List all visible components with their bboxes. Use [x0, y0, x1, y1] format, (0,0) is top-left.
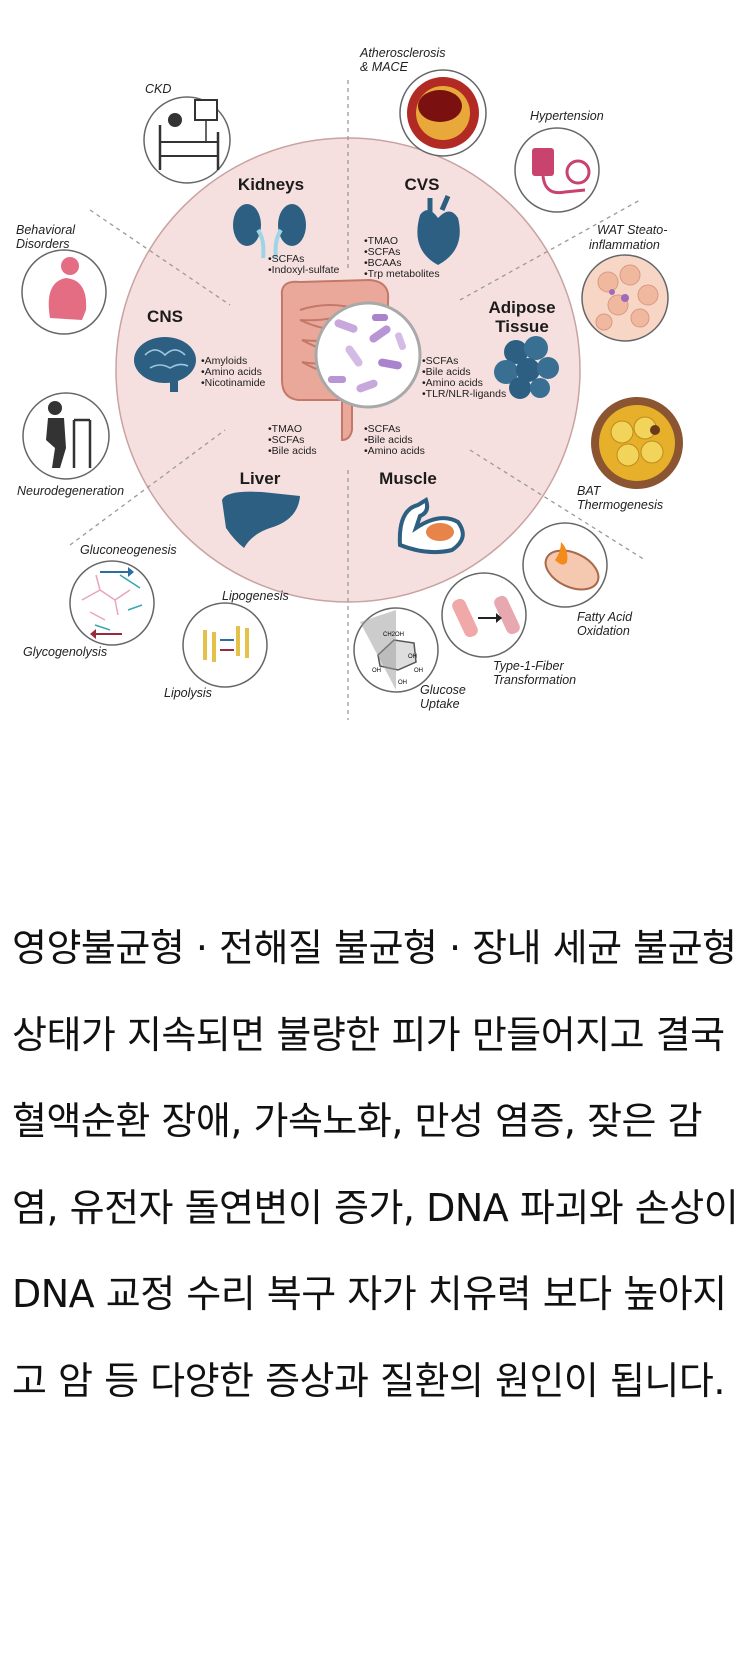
liver-icon	[222, 491, 300, 548]
microbiome-magnifier-icon	[314, 301, 422, 409]
glucose-label: OH	[372, 668, 381, 674]
outcome-label-lipolysis: Lipolysis	[164, 686, 212, 700]
metabolite: •SCFAs	[364, 246, 400, 258]
mitochondrion-flame-icon	[522, 522, 608, 608]
metabolite: •SCFAs	[268, 253, 304, 265]
metabolites-kidneys: •SCFAs •Indoxyl-sulfate	[268, 253, 340, 276]
metabolite: •Amino acids	[364, 445, 425, 457]
artery-plaque-icon	[399, 69, 487, 157]
outcome-label-fatty-acid: Fatty Acid	[577, 610, 633, 624]
metabolite: •Amino acids	[422, 377, 483, 389]
blood-pressure-icon	[514, 127, 600, 213]
elderly-walker-icon	[22, 392, 110, 480]
metabolite: •Bile acids	[364, 434, 413, 446]
outcome-label-gluconeogenesis: Gluconeogenesis	[80, 543, 177, 557]
glucose-label: OH	[408, 654, 417, 660]
metabolites-muscle: •SCFAs •Bile acids •Amino acids	[364, 423, 425, 457]
metabolites-adipose: •SCFAs •Bile acids •Amino acids •TLR/NLR…	[422, 355, 506, 400]
metabolites-liver: •TMAO •SCFAs •Bile acids	[268, 423, 317, 457]
muscle-fiber-icon	[441, 572, 527, 658]
outcome-label-atherosclerosis: Atherosclerosis	[359, 46, 445, 60]
outcome-label-ckd: CKD	[145, 82, 171, 96]
outcome-label-glycogenolysis: Glycogenolysis	[23, 645, 107, 659]
outcome-label-neurodegeneration: Neurodegeneration	[17, 484, 124, 498]
organ-label-kidneys: Kidneys	[238, 175, 304, 194]
hospital-bed-icon	[143, 96, 231, 184]
metabolite: •SCFAs	[422, 355, 458, 367]
organ-label-adipose: Adipose	[488, 298, 555, 317]
behavioral-figure-icon	[21, 249, 107, 335]
outcome-label-type1-fiber: Type-1-Fiber	[493, 659, 564, 673]
outcome-label-lipogenesis: Lipogenesis	[222, 589, 289, 603]
metabolite: •Trp metabolites	[364, 268, 440, 280]
brown-adipose-icon	[591, 397, 683, 489]
metabolite: •Indoxyl-sulfate	[268, 264, 340, 276]
outcome-label-wat: WAT Steato-	[597, 223, 667, 237]
glucose-molecule-icon: CH2OH OH OH OH OH	[353, 607, 439, 693]
metabolite: •Bile acids	[268, 445, 317, 457]
glucose-label: CH2OH	[383, 632, 404, 638]
outcome-label-hypertension: Hypertension	[530, 109, 604, 123]
metabolite: •TLR/NLR-ligands	[422, 388, 506, 400]
divider-lines	[69, 80, 646, 720]
body-paragraph: 영양불균형 · 전해질 불균형 · 장내 세균 불균형 상태가 지속되면 불량한…	[12, 926, 739, 1403]
heart-icon	[417, 195, 460, 265]
glucose-label: OH	[414, 668, 423, 674]
metabolite: •Amyloids	[201, 355, 247, 367]
outcome-label-fatty-acid: Oxidation	[577, 624, 630, 638]
outcome-label-bat: Thermogenesis	[577, 498, 663, 512]
metabolites-cns: •Amyloids •Amino acids •Nicotinamide	[201, 355, 266, 389]
outcome-label-wat: inflammation	[589, 238, 660, 252]
organ-label-cns: CNS	[147, 307, 183, 326]
outcome-label-glucose-uptake: Uptake	[420, 697, 460, 711]
lipid-icon	[182, 602, 268, 688]
kidneys-icon	[233, 204, 306, 259]
outcome-label-type1-fiber: Transformation	[493, 673, 576, 687]
metabolite: •Amino acids	[201, 366, 262, 378]
metabolites-cvs: •TMAO •SCFAs •BCAAs •Trp metabolites	[364, 235, 440, 280]
organ-label-cvs: CVS	[405, 175, 440, 194]
organ-label-liver: Liver	[240, 469, 281, 488]
metabolite: •SCFAs	[364, 423, 400, 435]
metabolite: •TMAO	[364, 235, 398, 247]
outcome-label-bat: BAT	[577, 484, 602, 498]
muscle-arm-icon	[397, 496, 465, 555]
organ-label-adipose: Tissue	[495, 317, 549, 336]
gut-microbiome-organ-diagram: CH2OH OH OH OH OH	[16, 46, 683, 720]
metabolite: •Nicotinamide	[201, 377, 266, 389]
metabolite: •TMAO	[268, 423, 302, 435]
glycogen-branch-icon	[69, 560, 155, 646]
white-adipose-icon	[581, 254, 669, 342]
brain-icon	[134, 337, 196, 392]
glucose-label: OH	[398, 680, 407, 686]
outcome-label-behavioral: Behavioral	[16, 223, 76, 237]
outcome-label-glucose-uptake: Glucose	[420, 683, 466, 697]
adipose-cluster-icon	[494, 336, 559, 399]
organ-label-muscle: Muscle	[379, 469, 437, 488]
metabolite: •Bile acids	[422, 366, 471, 378]
metabolite: •BCAAs	[364, 257, 402, 269]
outcome-label-behavioral: Disorders	[16, 237, 70, 251]
outcome-label-atherosclerosis: & MACE	[360, 60, 409, 74]
metabolite: •SCFAs	[268, 434, 304, 446]
